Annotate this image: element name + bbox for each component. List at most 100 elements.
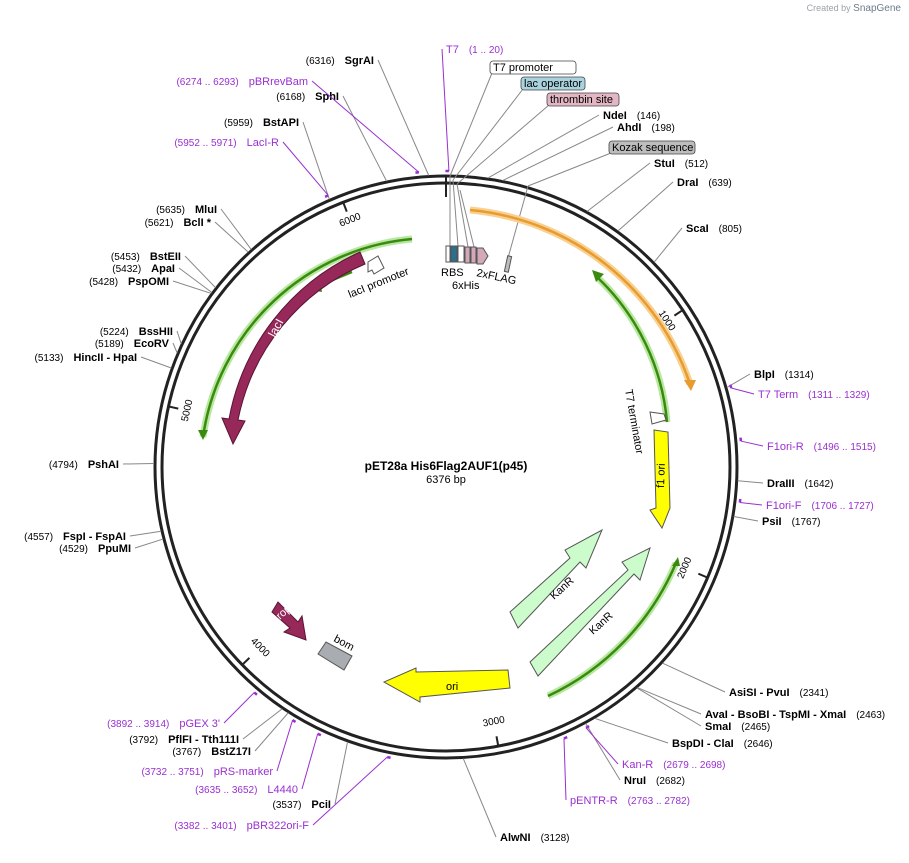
f1-ori-label: f1 ori — [655, 463, 668, 488]
rbs-label: RBS — [441, 267, 464, 279]
tick-mark — [698, 574, 707, 578]
rop-feature: rop — [272, 602, 306, 640]
feature-box-lac-operator: lac operator — [521, 77, 585, 90]
site-bcli: (5621)BclI * — [145, 217, 212, 229]
site-label: SmaI — [705, 721, 731, 733]
orf-arrows — [198, 210, 696, 696]
svg-text:(3892 .. 3914)pGEX 3': (3892 .. 3914)pGEX 3' — [107, 718, 220, 730]
svg-text:(3732 .. 3751)pRS-marker: (3732 .. 3751)pRS-marker — [141, 766, 273, 778]
svg-text:BlpI(1314): BlpI(1314) — [754, 369, 814, 381]
primer-range: (3732 .. 3751) — [141, 767, 203, 778]
site-position: (5959) — [224, 118, 253, 129]
primer-l4440: (3635 .. 3652)L4440 — [195, 784, 298, 796]
svg-text:BspDI - ClaI(2646): BspDI - ClaI (2646) — [672, 738, 773, 750]
svg-text:(6316)SgrAI: (6316)SgrAI — [306, 55, 374, 67]
site-label: AhdI — [617, 122, 641, 134]
primer-range: (2763 .. 2782) — [628, 796, 690, 807]
site-label: BclI * — [183, 217, 211, 229]
site-ndei: NdeI(146) — [603, 110, 660, 122]
site-drai: DraI (639) — [677, 177, 732, 189]
site-position: (146) — [637, 111, 660, 122]
site-alwni: AlwNI (3128) — [500, 832, 569, 844]
primer-pbrrevbam: (6274 .. 6293)pBRrevBam — [176, 76, 308, 88]
site-position: (198) — [651, 123, 674, 134]
site-nrui: NruI(2682) — [624, 775, 685, 787]
primer-range: (2679 .. 2698) — [663, 760, 725, 771]
site-pflfi: (3792)PflFI - Tth111I — [129, 734, 239, 746]
site-ecorv: (5189)EcoRV — [95, 338, 170, 350]
svg-text:thrombin site: thrombin site — [550, 94, 613, 106]
site-label: ApaI — [151, 263, 175, 275]
site-bsteii: (5453)BstEII — [111, 251, 181, 263]
site-position: (6168) — [276, 92, 305, 103]
site-label: MluI — [195, 204, 217, 216]
site-label: BssHII — [139, 326, 173, 338]
svg-text:(3767)BstZ17I: (3767)BstZ17I — [172, 746, 251, 758]
site-ppumi: (4529)PpuMI — [59, 543, 131, 555]
primer-f1ori-r: F1ori-R(1496 .. 1515) — [767, 441, 876, 453]
svg-text:(6274 .. 6293)pBRrevBam: (6274 .. 6293)pBRrevBam — [176, 76, 308, 88]
primer-range: (1311 .. 1329) — [808, 390, 870, 401]
site-position: (805) — [719, 224, 742, 235]
svg-text:DraI(639): DraI (639) — [677, 177, 732, 189]
site-pcii: (3537) PciI — [273, 799, 331, 811]
svg-text:AlwNI(3128): AlwNI (3128) — [500, 832, 569, 844]
site-label: NruI — [624, 775, 646, 787]
primer-label: Kan-R — [622, 759, 653, 771]
primer-f1ori-f: F1ori-F(1706 .. 1727) — [766, 500, 874, 512]
site-label: AlwNI — [500, 832, 531, 844]
site-blpi: BlpI(1314) — [754, 369, 814, 381]
site-position: (2465) — [741, 722, 770, 733]
tick-mark — [496, 736, 498, 746]
site-label: PciI — [311, 799, 331, 811]
tick-mark — [343, 202, 347, 211]
primer-range: (5952 .. 5971) — [174, 138, 236, 149]
site-position: (5428) — [89, 277, 118, 288]
primer-label: F1ori-F — [766, 500, 802, 512]
plasmid-size: 6376 bp — [426, 474, 466, 486]
orf-orange — [470, 210, 690, 384]
site-label: PsiI — [762, 516, 782, 528]
svg-text:ScaI(805): ScaI (805) — [686, 223, 742, 235]
site-mlui: (5635) MluI — [156, 204, 217, 216]
tick-label: 5000 — [180, 398, 196, 423]
site-label: SgrAI — [345, 55, 374, 67]
svg-text:Kan-R(2679 .. 2698): Kan-R (2679 .. 2698) — [622, 759, 725, 771]
svg-text:NruI(2682): NruI(2682) — [624, 775, 685, 787]
feature-box-thrombin-site: thrombin site — [547, 93, 619, 106]
site-position: (639) — [708, 178, 731, 189]
site-label: DraIII — [767, 478, 795, 490]
site-position: (4529) — [59, 544, 88, 555]
site-label: ScaI — [686, 223, 709, 235]
tick-mark — [674, 310, 682, 316]
primer-label: pBR322ori-F — [247, 820, 310, 832]
site-pshai: (4794)PshAI — [49, 459, 119, 471]
tick-label: 3000 — [482, 715, 506, 730]
svg-text:T7(1 .. 20): T7(1 .. 20) — [446, 44, 503, 56]
site-position: (2646) — [744, 739, 773, 750]
svg-text:lac operator: lac operator — [524, 78, 582, 90]
site-label: BspDI - ClaI — [672, 738, 734, 750]
site-label: EcoRV — [134, 338, 170, 350]
laci-promoter-arrow — [368, 256, 384, 274]
site-position: (3128) — [541, 833, 570, 844]
primer-label: pENTR-R — [570, 795, 618, 807]
site-position: (4794) — [49, 460, 78, 471]
site-position: (5635) — [156, 205, 185, 216]
site-psii: PsiI (1767) — [762, 516, 820, 528]
site-bsshii: (5224)BssHII — [100, 326, 173, 338]
primer-range: (3892 .. 3914) — [107, 719, 169, 730]
svg-text:(3792)PflFI - Tth111I: (3792)PflFI - Tth111I — [129, 734, 239, 746]
site-label: DraI — [677, 177, 698, 189]
site-avai: AvaI - BsoBI - TspMI - XmaI(2463) — [705, 709, 885, 721]
primer-pentr-r: pENTR-R (2763 .. 2782) — [570, 795, 690, 807]
svg-text:AhdI(198): AhdI (198) — [617, 122, 675, 134]
svg-text:SmaI(2465): SmaI (2465) — [705, 721, 770, 733]
svg-text:pENTR-R(2763 .. 2782): pENTR-R (2763 .. 2782) — [570, 795, 690, 807]
primer-t7: T7(1 .. 20) — [446, 44, 503, 56]
site-position: (3537) — [273, 800, 302, 811]
site-position: (1767) — [792, 517, 821, 528]
site-fspi: (4557)FspI - FspAI — [24, 531, 126, 543]
primer-label: LacI-R — [247, 137, 279, 149]
svg-text:AsiSI - PvuI(2341): AsiSI - PvuI(2341) — [729, 687, 828, 699]
